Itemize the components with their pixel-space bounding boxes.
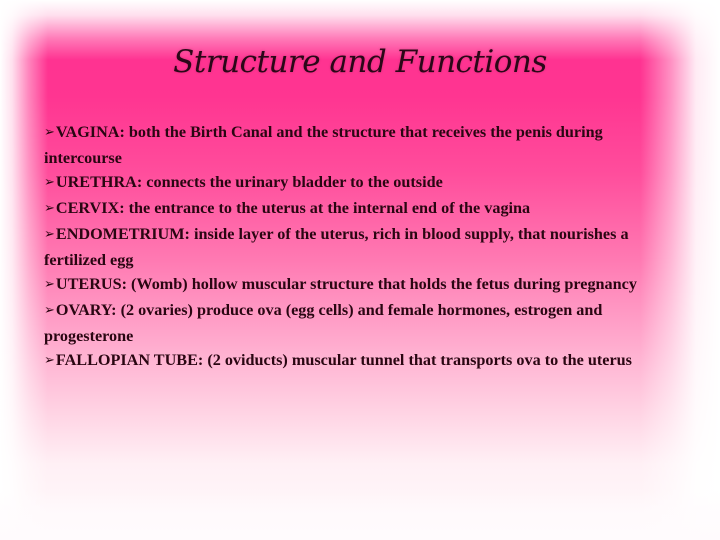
bullet-term: ENDOMETRIUM: [55, 225, 190, 243]
bullet-item-uterus: ➢UTERUS: (Womb) hollow muscular structur… [44, 272, 644, 298]
arrowhead-bullet-icon: ➢ [44, 303, 55, 318]
bullet-item-vagina: ➢VAGINA: both the Birth Canal and the st… [44, 120, 644, 170]
bullet-term: FALLOPIAN TUBE: [55, 351, 204, 369]
bullet-text: (Womb) hollow muscular structure that ho… [126, 275, 637, 293]
bullet-item-cervix: ➢CERVIX: the entrance to the uterus at t… [44, 196, 644, 222]
arrowhead-bullet-icon: ➢ [44, 125, 55, 140]
slide-title: Structure and Functions [173, 44, 547, 80]
bullet-text: (2 oviducts) muscular tunnel that transp… [203, 351, 632, 369]
arrowhead-bullet-icon: ➢ [44, 277, 55, 292]
bullet-term: OVARY: [55, 301, 117, 319]
bullet-text: connects the urinary bladder to the outs… [142, 173, 443, 191]
bullet-text: inside layer of the uterus, rich in bloo… [44, 225, 629, 269]
bullet-term: UTERUS: [55, 275, 127, 293]
bullet-item-fallopian-tube: ➢FALLOPIAN TUBE: (2 oviducts) muscular t… [44, 348, 644, 374]
bullet-text: (2 ovaries) produce ova (egg cells) and … [44, 301, 603, 345]
bullet-item-urethra: ➢URETHRA: connects the urinary bladder t… [44, 170, 644, 196]
bullet-term: URETHRA: [55, 173, 143, 191]
arrowhead-bullet-icon: ➢ [44, 227, 55, 242]
arrowhead-bullet-icon: ➢ [44, 201, 55, 216]
bullet-list: ➢VAGINA: both the Birth Canal and the st… [44, 120, 644, 374]
arrowhead-bullet-icon: ➢ [44, 175, 55, 190]
bullet-text: both the Birth Canal and the structure t… [44, 123, 603, 167]
bullet-term: VAGINA: [55, 123, 125, 141]
bullet-text: the entrance to the uterus at the intern… [124, 199, 531, 217]
bullet-term: CERVIX: [55, 199, 125, 217]
bullet-item-ovary: ➢OVARY: (2 ovaries) produce ova (egg cel… [44, 298, 644, 348]
bullet-item-endometrium: ➢ENDOMETRIUM: inside layer of the uterus… [44, 222, 644, 272]
arrowhead-bullet-icon: ➢ [44, 353, 55, 368]
